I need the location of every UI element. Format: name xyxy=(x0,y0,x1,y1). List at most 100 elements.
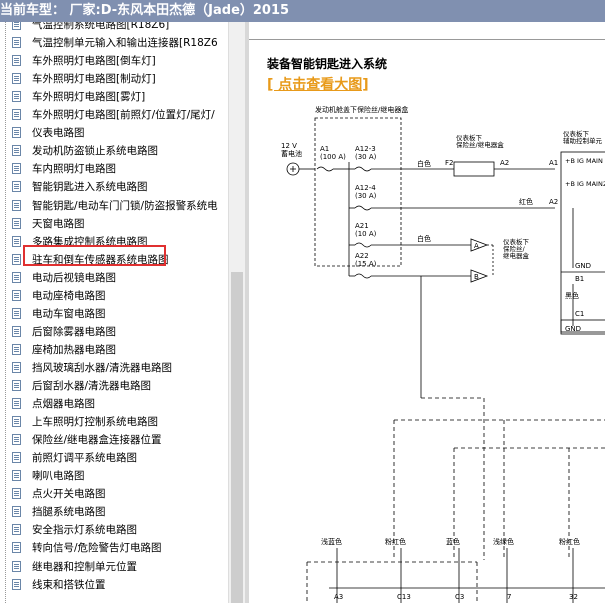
view-large-image-link[interactable]: [ 点击查看大图] xyxy=(267,77,369,93)
bottom-color-5: 粉红色 xyxy=(559,537,580,546)
tree-item-label: 车内照明灯电路图 xyxy=(32,163,116,176)
bottom-color-3: 蓝色 xyxy=(446,537,460,546)
tree-item[interactable]: 车外照明灯电路图[倒车灯] xyxy=(0,52,228,70)
dash-fusebox-label-2: 保险丝/继电器盒 xyxy=(456,140,504,149)
wire-color-red: 红色 xyxy=(519,197,533,206)
tree-item[interactable]: 座椅加热器电路图 xyxy=(0,341,228,359)
connector-a-triangle xyxy=(470,238,489,252)
tree-item[interactable]: 前照灯调平系统电路图 xyxy=(0,449,228,467)
fuse-a1-id: A1 xyxy=(320,145,329,153)
tree-item[interactable]: 挡腿系统电路图 xyxy=(0,503,228,521)
pin-c1: C1 xyxy=(575,310,584,318)
ecu-gnd-1: GND xyxy=(575,262,591,270)
wiring-diagram: 发动机舱盖下保险丝/继电器盒 12 V 蓄电池 A1 (100 A) A12-3… xyxy=(281,105,605,603)
document-icon xyxy=(12,271,21,283)
tree-item[interactable]: 驻车和倒车传感器系统电路图 xyxy=(0,251,228,269)
tree-item-label: 安全指示灯系统电路图 xyxy=(32,524,137,537)
tree-item-label: 上车照明灯控制系统电路图 xyxy=(32,416,158,429)
tree-item-label: 车外照明灯电路图[倒车灯] xyxy=(32,55,156,68)
bottom-pin-4: 7 xyxy=(507,593,511,601)
document-icon xyxy=(12,380,21,391)
panel-splitter[interactable] xyxy=(245,22,249,603)
tree-item[interactable]: 线束和搭铁位置 xyxy=(0,576,228,594)
pin-b: B xyxy=(474,273,479,281)
fuse-a21-id: A21 xyxy=(355,222,369,230)
scrollbar-thumb[interactable] xyxy=(231,272,243,603)
tree-item[interactable]: 转向信号/危险警告灯电路图 xyxy=(0,539,228,557)
dash-fusebox2-label-3: 继电器盒 xyxy=(503,251,530,260)
ecu-gnd-box xyxy=(560,319,605,335)
tree-item-label: 点火开关电路图 xyxy=(32,488,106,501)
tree-item[interactable]: 车外照明灯电路图[雾灯] xyxy=(0,88,228,106)
diagram-heading: 装备智能钥匙进入系统 xyxy=(267,57,388,71)
tree-item-label: 驻车和倒车传感器系统电路图 xyxy=(32,253,169,266)
tree-item-label: 挡腿系统电路图 xyxy=(32,506,106,519)
tree-item-label: 电动车窗电路图 xyxy=(32,307,106,320)
tree-item[interactable]: 仪表电路图 xyxy=(0,124,228,142)
tree-item[interactable]: 喇叭电路图 xyxy=(0,467,228,485)
document-icon xyxy=(12,398,21,410)
tree-item[interactable]: 电动座椅电路图 xyxy=(0,287,228,305)
tree-item[interactable]: 气温控制系统电路图[R18Z6] xyxy=(0,22,228,34)
tree-item[interactable]: 电动后视镜电路图 xyxy=(0,269,228,287)
dash-fusebox2-label-2: 保险丝/ xyxy=(503,244,526,253)
tree-guide-line xyxy=(5,22,7,603)
document-icon xyxy=(12,217,21,229)
fusebox-title: 发动机舱盖下保险丝/继电器盒 xyxy=(315,105,408,114)
tree-item[interactable]: 后窗刮水器/清洗器电路图 xyxy=(0,377,228,395)
pin-a1: A1 xyxy=(549,159,558,167)
selected-item-highlight xyxy=(23,245,166,266)
tree-item[interactable]: 智能钥匙进入系统电路图 xyxy=(0,178,228,196)
wire-color-white-2: 白色 xyxy=(417,234,431,243)
document-icon xyxy=(12,163,21,175)
dash-fuse xyxy=(453,161,495,177)
tree-item[interactable]: 继电器和控制单元位置 xyxy=(0,558,228,576)
tree-item[interactable]: 天窗电路图 xyxy=(0,215,228,233)
tree-item-label: 智能钥匙/电动车门门锁/防盗报警系统电 xyxy=(32,199,218,212)
tree-item[interactable]: 安全指示灯系统电路图 xyxy=(0,521,228,539)
tree-item-label: 仪表电路图 xyxy=(32,127,85,140)
bottom-pin-5: 32 xyxy=(569,593,578,601)
tree-item-label: 转向信号/危险警告灯电路图 xyxy=(32,542,162,555)
tree-item-label: 天窗电路图 xyxy=(32,217,85,230)
tree-item[interactable]: 智能钥匙/电动车门门锁/防盗报警系统电 xyxy=(0,197,228,215)
tree-item[interactable]: 多路集成控制系统电路图 xyxy=(0,233,228,251)
battery-label: 蓄电池 xyxy=(281,149,302,158)
document-icon xyxy=(12,55,21,67)
tree-item-label: 喇叭电路图 xyxy=(32,470,85,483)
tree-item-label: 线束和搭铁位置 xyxy=(32,578,106,591)
bottom-pin-1: A3 xyxy=(334,593,343,601)
bottom-color-2: 粉红色 xyxy=(385,537,406,546)
tree-item[interactable]: 车内照明灯电路图 xyxy=(0,160,228,178)
tree-vertical-scrollbar[interactable] xyxy=(228,22,245,603)
document-icon xyxy=(12,307,21,319)
pin-a2-dash: A2 xyxy=(500,159,509,167)
tree-item[interactable]: 点烟器电路图 xyxy=(0,395,228,413)
dash-fusebox-label-1: 仪表板下 xyxy=(456,133,483,142)
battery-voltage: 12 V xyxy=(281,142,297,150)
document-icon xyxy=(12,181,21,193)
tree-item[interactable]: 电动车窗电路图 xyxy=(0,305,228,323)
document-icon xyxy=(12,506,21,518)
document-icon xyxy=(12,109,21,121)
tree-item[interactable]: 车外照明灯电路图[前照灯/位置灯/尾灯/ xyxy=(0,106,228,124)
tree-item[interactable]: 后窗除雾器电路图 xyxy=(0,323,228,341)
tree-item-label: 气温控制单元输入和输出连接器[R18Z6 xyxy=(32,37,218,50)
ecu-ig-main: +B IG MAIN xyxy=(565,157,603,165)
tree-item[interactable]: 车外照明灯电路图[制动灯] xyxy=(0,70,228,88)
document-icon xyxy=(12,22,21,30)
tree-item[interactable]: 挡风玻璃刮水器/清洗器电路图 xyxy=(0,359,228,377)
content-top-rule xyxy=(249,39,605,40)
ecu-box xyxy=(560,151,605,333)
bottom-pin-2: C13 xyxy=(397,593,411,601)
tree-item[interactable]: 上车照明灯控制系统电路图 xyxy=(0,413,228,431)
bottom-color-4: 浅绿色 xyxy=(493,537,514,546)
tree-item[interactable]: 点火开关电路图 xyxy=(0,485,228,503)
wire-color-black: 黑色 xyxy=(565,291,579,300)
tree-item[interactable]: 发动机防盗锁止系统电路图 xyxy=(0,142,228,160)
tree-item[interactable]: 气温控制单元输入和输出连接器[R18Z6 xyxy=(0,34,228,52)
wire-color-white-1: 白色 xyxy=(417,159,431,168)
tree-item[interactable]: 保险丝/继电器盒连接器位置 xyxy=(0,431,228,449)
document-icon xyxy=(12,235,21,247)
tree-item-label: 车外照明灯电路图[雾灯] xyxy=(32,91,146,104)
